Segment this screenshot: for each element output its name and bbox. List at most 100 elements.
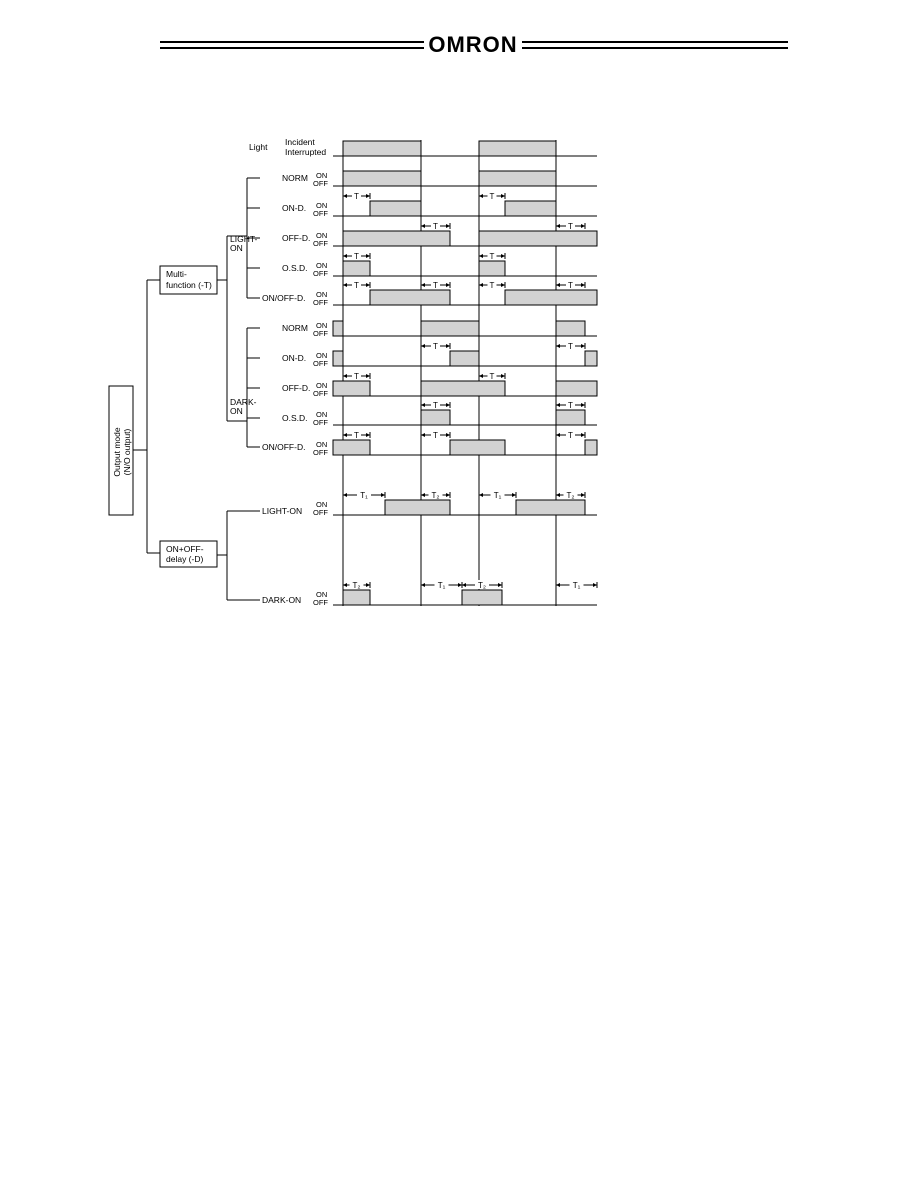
time-label-bg [566,280,575,289]
on-tag: ON [316,351,327,360]
output-mode-label-1: Output mode [112,427,122,476]
arrow-head [446,344,450,348]
output-pulse [478,230,598,247]
time-label: T [490,281,495,290]
arrow-head [343,493,347,497]
output-pulse [369,200,422,217]
time-label: T [490,372,495,381]
time-label-bg [566,221,575,230]
output-pulse [449,350,480,367]
mode-tree: Output mode (N/O output) Multi- function… [108,177,260,601]
on-tag: ON [316,261,327,270]
time-label: T [568,342,573,351]
arrow-head [501,194,505,198]
time-label: T [568,222,573,231]
mode-label-on-d-dark: ON-D. [282,353,306,363]
output-pulse [478,170,557,187]
arrow-head [501,254,505,258]
time-label-bg [487,251,497,260]
output-pulse [342,589,371,606]
off-tag: OFF [313,508,328,517]
arrow-head [446,493,450,497]
time-label-bg [490,490,505,499]
arrow-head [421,583,425,587]
dark-on-label-1: DARK- [230,397,257,407]
arrow-head [556,403,560,407]
off-tag: OFF [313,179,328,188]
interrupted-label: Interrupted [285,147,326,157]
time-label-bg [431,341,440,350]
output-pulse [420,409,451,426]
on-tag: ON [316,381,327,390]
off-tag: OFF [313,298,328,307]
mode-label-off-d-dark: OFF-D. [282,383,310,393]
output-pulse [332,380,371,397]
time-label: T₂ [478,581,486,590]
arrow-head [479,254,483,258]
timing-row [332,320,597,337]
incident-label: Incident [285,137,315,147]
arrow-head [501,374,505,378]
arrow-head [366,374,370,378]
dark-on-label-2: ON [230,406,243,416]
arrow-head [462,583,466,587]
off-tag: OFF [313,418,328,427]
arrow-head [556,283,560,287]
time-label-bg [352,430,361,439]
mode-label-osd-dark: O.S.D. [282,413,308,423]
output-pulse [384,499,451,516]
time-label-bg [566,430,575,439]
on-tag: ON [316,440,327,449]
arrow-head [498,583,502,587]
time-label: T₂ [432,491,440,500]
time-label: T [354,192,359,201]
time-label: T [568,281,573,290]
arrow-head [421,344,425,348]
time-label: T₁ [573,581,581,590]
time-label-bg [487,371,497,380]
header: OMRON [160,32,788,57]
arrow-head [446,283,450,287]
light-on-label-2: ON [230,243,243,253]
arrow-head [479,374,483,378]
output-pulse [478,260,506,277]
arrow-head [421,283,425,287]
arrow-head [381,493,385,497]
arrow-head [556,344,560,348]
on-off-tags: ONOFFONOFFONOFFONOFFONOFFONOFFONOFFONOFF… [313,171,328,607]
mode-label-onoff-d: ON/OFF-D. [262,293,305,303]
onoff-delay-label-2: delay (-D) [166,554,203,564]
time-label-bg [431,280,440,289]
on-tag: ON [316,590,327,599]
on-tag: ON [316,500,327,509]
arrow-head [366,583,370,587]
time-label: T [433,431,438,440]
time-label: T₂ [353,581,361,590]
output-pulse [332,350,344,367]
arrow-head [446,403,450,407]
arrow-head [479,194,483,198]
onoff-delay-label-1: ON+OFF- [166,544,204,554]
timing-row [333,170,597,187]
time-label-bg [487,191,497,200]
arrow-head [421,493,425,497]
time-label: T [354,281,359,290]
output-pulse [332,439,371,456]
time-label: T [490,252,495,261]
off-tag: OFF [313,269,328,278]
mode-label-norm: NORM [282,173,308,183]
light-label: Light [249,142,268,152]
off-tag: OFF [313,209,328,218]
output-pulse [461,589,503,606]
output-mode-box [108,385,134,516]
time-label-bg [566,400,575,409]
arrow-head [343,194,347,198]
light-on-label-1: LIGHT- [230,234,258,244]
time-label-bg [487,280,497,289]
